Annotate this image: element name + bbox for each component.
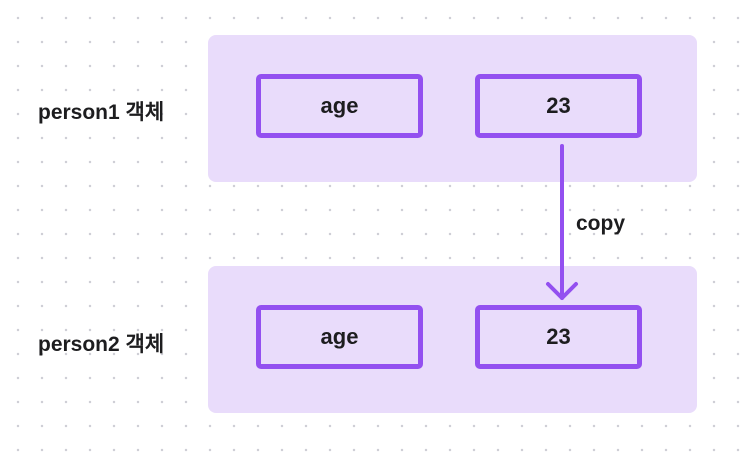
copy-arrow-label: copy	[576, 212, 626, 235]
person2-key-box: age	[256, 305, 423, 369]
person1-object-label: person1 객체	[38, 101, 165, 124]
arrowhead-icon	[546, 282, 578, 300]
person2-value-box: 23	[475, 305, 642, 369]
person1-key-box: age	[256, 74, 423, 138]
person2-object-label: person2 객체	[38, 333, 165, 356]
person1-value-box: 23	[475, 74, 642, 138]
